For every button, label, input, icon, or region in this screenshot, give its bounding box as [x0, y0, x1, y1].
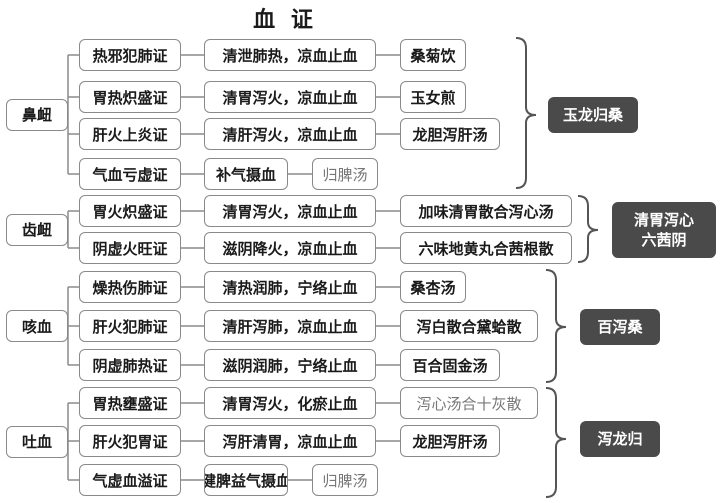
- syndrome-box: 胃热炽盛证: [79, 81, 181, 113]
- group-box: 齿衄: [6, 213, 68, 246]
- treatment-box: 滋阴降火，凉血止血: [204, 232, 376, 264]
- treatment-box: 补气摄血: [204, 158, 288, 190]
- mnemonic-box: 玉龙归桑: [548, 97, 638, 133]
- treatment-box: 清热润肺，宁络止血: [204, 271, 376, 303]
- formula-box: 归脾汤: [312, 158, 378, 190]
- syndrome-box: 燥热伤肺证: [79, 271, 181, 303]
- curly-brace: [577, 195, 599, 263]
- curly-brace: [545, 387, 567, 498]
- treatment-box: 清胃泻火，化瘀止血: [204, 387, 376, 419]
- syndrome-box: 热邪犯肺证: [79, 39, 181, 71]
- syndrome-box: 肝火上炎证: [79, 118, 181, 150]
- treatment-box: 泻肝清胃，凉血止血: [204, 425, 376, 457]
- formula-box: 百合固金汤: [400, 349, 500, 381]
- mnemonic-box: 泻龙归: [580, 421, 660, 457]
- formula-box: 龙胆泻肝汤: [400, 118, 500, 150]
- mnemonic-box: 清胃泻心六茜阴: [612, 202, 716, 258]
- syndrome-box: 气血亏虚证: [79, 158, 181, 190]
- formula-box: 加味清胃散合泻心汤: [400, 195, 572, 227]
- formula-box: 泻心汤合十灰散: [400, 387, 538, 419]
- formula-box: 六味地黄丸合茜根散: [400, 232, 572, 264]
- treatment-box: 清肝泻火，凉血止血: [204, 118, 376, 150]
- formula-box: 泻白散合黛蛤散: [400, 310, 538, 342]
- group-box: 吐血: [6, 425, 68, 458]
- treatment-box: 清胃泻火，凉血止血: [204, 195, 376, 227]
- treatment-box: 清肝泻肺，凉血止血: [204, 310, 376, 342]
- treatment-box: 清泄肺热，凉血止血: [204, 39, 376, 71]
- syndrome-box: 气虚血溢证: [79, 464, 181, 496]
- syndrome-box: 阴虚火旺证: [79, 232, 181, 264]
- group-box: 鼻衄: [6, 98, 68, 131]
- curly-brace: [545, 269, 567, 383]
- formula-box: 归脾汤: [312, 464, 378, 496]
- formula-box: 龙胆泻肝汤: [400, 425, 500, 457]
- formula-box: 玉女煎: [400, 81, 466, 113]
- formula-box: 桑菊饮: [400, 39, 466, 71]
- formula-box: 桑杏汤: [400, 271, 466, 303]
- page-title: 血 证: [253, 8, 317, 33]
- syndrome-box: 胃热壅盛证: [79, 387, 181, 419]
- syndrome-box: 胃火炽盛证: [79, 195, 181, 227]
- group-box: 咳血: [6, 310, 68, 342]
- treatment-box: 健脾益气摄血: [204, 464, 288, 496]
- mnemonic-box: 百泻桑: [580, 309, 660, 345]
- syndrome-box: 肝火犯胃证: [79, 425, 181, 457]
- treatment-box: 清胃泻火，凉血止血: [204, 81, 376, 113]
- syndrome-box: 肝火犯肺证: [79, 310, 181, 342]
- treatment-box: 滋阴润肺，宁络止血: [204, 349, 376, 381]
- syndrome-box: 阴虚肺热证: [79, 349, 181, 381]
- curly-brace: [515, 37, 537, 189]
